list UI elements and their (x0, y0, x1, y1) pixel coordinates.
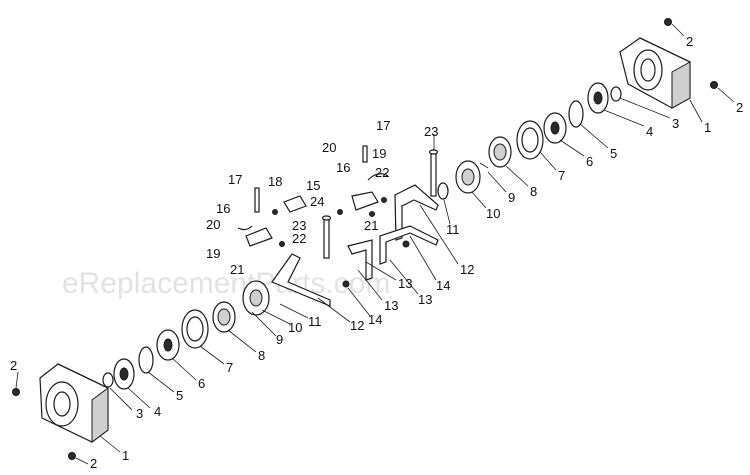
callout-21: 21 (230, 262, 244, 277)
callout-1: 1 (704, 120, 711, 135)
bearing-left-8 (212, 301, 236, 333)
screw-left-bottom (68, 452, 76, 460)
callout-10: 10 (288, 320, 302, 335)
snap-ring-right (610, 86, 622, 102)
callout-13: 13 (398, 276, 412, 291)
housing-left (39, 363, 109, 443)
callout-19: 19 (372, 146, 386, 161)
callout-22: 22 (375, 165, 389, 180)
bracket-right-12 (394, 184, 439, 241)
callout-17: 17 (228, 172, 242, 187)
gear-ring-right-7 (516, 120, 544, 160)
rod-left-23 (321, 215, 332, 259)
bracket-right-13 (379, 225, 439, 265)
callout-11: 11 (308, 314, 322, 329)
callout-2: 2 (10, 358, 17, 373)
gear-ring-left-7 (181, 309, 209, 349)
callout-4: 4 (154, 404, 161, 419)
callout-2: 2 (90, 456, 97, 471)
callout-5: 5 (176, 388, 183, 403)
callout-14: 14 (368, 312, 382, 327)
linkage-left (237, 187, 307, 247)
callout-22: 22 (292, 231, 306, 246)
callout-7: 7 (558, 168, 565, 183)
callout-16: 16 (216, 201, 230, 216)
callout-17: 17 (376, 118, 390, 133)
hub-right-10 (455, 160, 481, 194)
ring-left-5 (138, 346, 154, 374)
watermark: eReplacementParts.com (62, 267, 390, 300)
callout-3: 3 (672, 116, 679, 131)
callout-4: 4 (646, 124, 653, 139)
bracket-left-12 (271, 253, 331, 307)
snap-ring-left (102, 372, 114, 388)
callout-21: 21 (364, 218, 378, 233)
callout-9: 9 (508, 190, 515, 205)
gear-left-4 (113, 358, 135, 390)
callout-19: 19 (206, 246, 220, 261)
callout-6: 6 (586, 154, 593, 169)
screw-right-top (664, 18, 672, 26)
callout-16: 16 (336, 160, 350, 175)
callout-14: 14 (436, 278, 450, 293)
rod-right-23 (428, 149, 439, 197)
callout-6: 6 (198, 376, 205, 391)
callout-23: 23 (292, 218, 306, 233)
callout-24: 24 (310, 194, 324, 209)
callout-2: 2 (686, 34, 693, 49)
callout-11: 11 (446, 222, 460, 237)
hub-left-10 (242, 280, 270, 316)
housing-right (619, 37, 691, 109)
washer-right-11 (437, 182, 449, 200)
callout-8: 8 (530, 184, 537, 199)
callout-1: 1 (122, 448, 129, 463)
callout-20: 20 (206, 217, 220, 232)
callout-9: 9 (276, 332, 283, 347)
gear-right-4 (587, 82, 609, 114)
linkage-right (337, 145, 389, 217)
bearing-right-8 (488, 136, 512, 168)
callout-12: 12 (460, 262, 474, 277)
ring-right-5 (568, 100, 584, 128)
cog-left-6 (156, 329, 180, 361)
callout-5: 5 (610, 146, 617, 161)
screw-left-top (12, 388, 20, 396)
leader-lines (15, 23, 735, 465)
callout-2: 2 (736, 100, 743, 115)
callout-13: 13 (418, 292, 432, 307)
callout-15: 15 (306, 178, 320, 193)
callout-7: 7 (226, 360, 233, 375)
callout-8: 8 (258, 348, 265, 363)
cog-right-6 (543, 112, 567, 144)
screw-right-side (710, 81, 718, 89)
callout-10: 10 (486, 206, 500, 221)
callout-18: 18 (268, 174, 282, 189)
callout-13: 13 (384, 298, 398, 313)
callout-20: 20 (322, 140, 336, 155)
pin-right-9 (479, 162, 489, 169)
callouts: 1 2 2 3 4 5 6 7 8 9 10 11 12 14 13 23 17… (10, 34, 743, 471)
callout-12: 12 (350, 318, 364, 333)
callout-3: 3 (136, 406, 143, 421)
callout-23: 23 (424, 124, 438, 139)
